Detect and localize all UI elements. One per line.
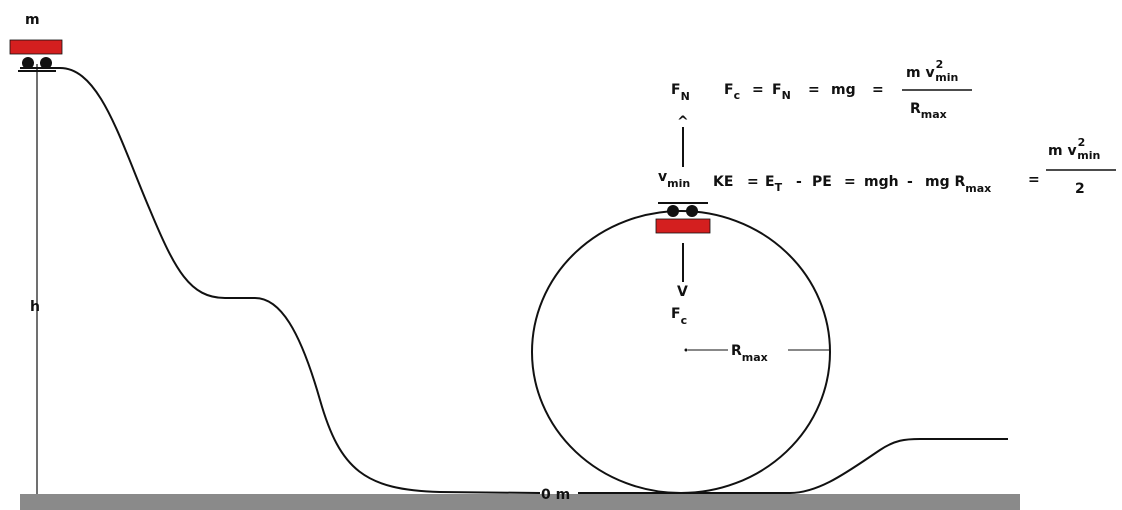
fc-main: F: [671, 306, 681, 322]
radius-main: R: [731, 343, 742, 359]
radius-label: Rmax: [731, 343, 768, 364]
start-cart: [9, 39, 63, 72]
vmin-main: v: [658, 169, 667, 185]
eq1-fc-main: F: [724, 82, 734, 98]
eq1-fn-main: F: [772, 82, 782, 98]
vmin-label: vmin: [658, 169, 690, 190]
eq1-num-main: m v: [906, 65, 935, 81]
cart-wheel: [686, 205, 698, 217]
loop: [531, 210, 831, 494]
eq2-num-sub: min: [1077, 149, 1100, 162]
cart-wheel: [22, 57, 34, 69]
cart-body: [9, 39, 63, 55]
eq2-minus-2: -: [907, 174, 913, 190]
centripetal-force-label: Fc: [671, 306, 687, 327]
ground: [20, 494, 1020, 510]
eq1-den-sub: max: [921, 108, 947, 121]
eq2-equals-2: =: [844, 174, 856, 190]
eq2-pe: PE: [812, 174, 832, 190]
normal-force-label: FN: [671, 82, 690, 103]
eq2-denominator: 2: [1075, 181, 1085, 197]
loop-top-cart: [655, 202, 711, 234]
cart-wheel: [667, 205, 679, 217]
fn-main: F: [671, 82, 681, 98]
cart-wheel: [40, 57, 52, 69]
eq1-fc-sub: c: [734, 89, 741, 102]
eq2-mgr-main: mg R: [925, 174, 965, 190]
eq1-denominator: Rmax: [910, 101, 947, 121]
eq2-mgr-sub: max: [965, 182, 991, 195]
zero-level-label: 0 m: [541, 487, 570, 503]
track-hills: [20, 67, 541, 494]
arrow-down-glyph: V: [677, 284, 688, 300]
eq1-fn-sub: N: [782, 89, 791, 102]
height-label: h: [30, 299, 40, 315]
fc-sub: c: [681, 314, 688, 327]
fn-sub: N: [681, 90, 690, 103]
vmin-sub: min: [667, 177, 690, 190]
radius-sub: max: [742, 351, 768, 364]
loop-center: [684, 348, 688, 352]
eq1-num-sub: min: [935, 71, 958, 84]
eq2-equals-3: =: [1028, 172, 1040, 188]
mass-label: m: [25, 12, 40, 28]
eq2-equals-1: =: [747, 174, 759, 190]
eq2-et-main: E: [765, 174, 775, 190]
eq1-equals-2: =: [808, 82, 820, 98]
eq2-num-sup: 2: [1078, 136, 1086, 149]
eq2-ke: KE: [713, 174, 733, 190]
eq1-equals-3: =: [872, 82, 884, 98]
eq2-mgh: mgh: [864, 174, 899, 190]
arrow-up-glyph: ^: [677, 114, 689, 130]
eq2-et-sub: T: [775, 181, 783, 194]
eq2-et: ET: [765, 174, 783, 194]
cart-body: [655, 218, 711, 234]
track-flat: [578, 438, 1008, 494]
eq1-mg: mg: [831, 82, 856, 98]
eq2-minus-1: -: [796, 174, 802, 190]
eq1-num-sup: 2: [936, 58, 944, 71]
eq1-equals-1: =: [752, 82, 764, 98]
eq2-mgr: mg Rmax: [925, 174, 991, 195]
eq1-fc: Fc: [724, 82, 740, 102]
eq1-den-main: R: [910, 101, 921, 117]
eq1-fn: FN: [772, 82, 791, 102]
eq2-num-main: m v: [1048, 143, 1077, 159]
